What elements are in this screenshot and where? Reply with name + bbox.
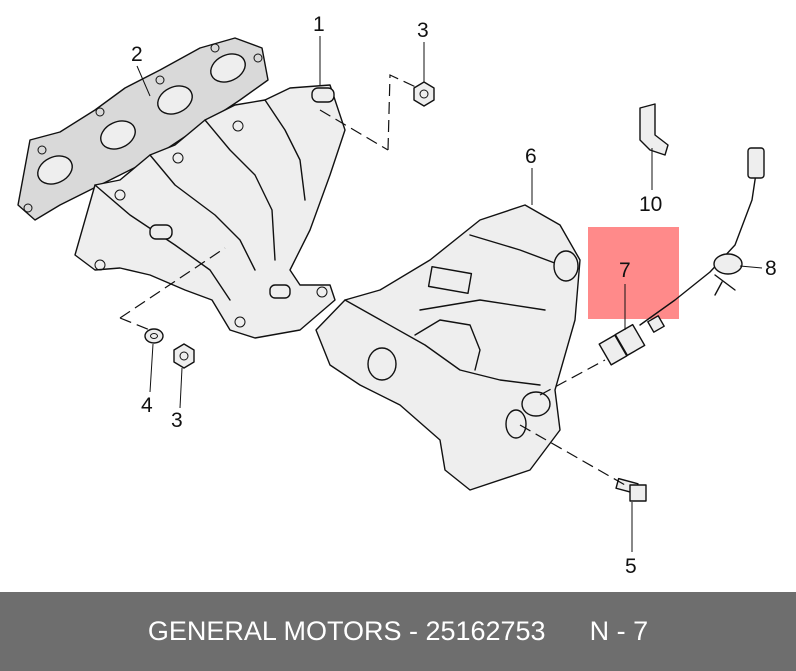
- assembly-line-sensor: [539, 359, 606, 396]
- callout-7: 7: [619, 259, 631, 282]
- assembly-line-washer: [119, 247, 226, 331]
- manufacturer-part-number: GENERAL MOTORS - 25162753: [147, 616, 546, 646]
- callout-3-lower: 3: [171, 409, 183, 432]
- callout-6: 6: [525, 145, 537, 168]
- leader-lines: [136, 36, 763, 552]
- exhaust-manifold: [74, 84, 346, 339]
- callout-5: 5: [625, 555, 637, 578]
- bracket: [639, 103, 669, 156]
- washer: [144, 328, 164, 344]
- manifold-gasket: [17, 37, 269, 221]
- heat-shield: [315, 204, 581, 491]
- sensor-clip: [713, 253, 743, 296]
- assembly-line-bolt: [519, 424, 626, 486]
- oxygen-sensor: [598, 147, 765, 366]
- callout-3-upper: 3: [417, 19, 429, 42]
- part-number-footer: GENERAL MOTORS - 25162753 N - 7: [0, 592, 796, 671]
- assembly-line-nut: [387, 74, 419, 151]
- callout-2: 2: [131, 43, 143, 66]
- bolt: [615, 477, 647, 502]
- part-7-highlight: [588, 227, 679, 319]
- callout-4: 4: [141, 394, 153, 417]
- nut-upper: [413, 81, 435, 107]
- exploded-parts-diagram: [17, 36, 765, 552]
- callout-8: 8: [765, 257, 777, 280]
- callout-1: 1: [313, 13, 325, 36]
- assembly-line-manifold: [319, 109, 389, 151]
- diagram-position-code: N - 7: [589, 616, 649, 646]
- nut-lower: [173, 343, 195, 369]
- callout-10: 10: [639, 193, 663, 216]
